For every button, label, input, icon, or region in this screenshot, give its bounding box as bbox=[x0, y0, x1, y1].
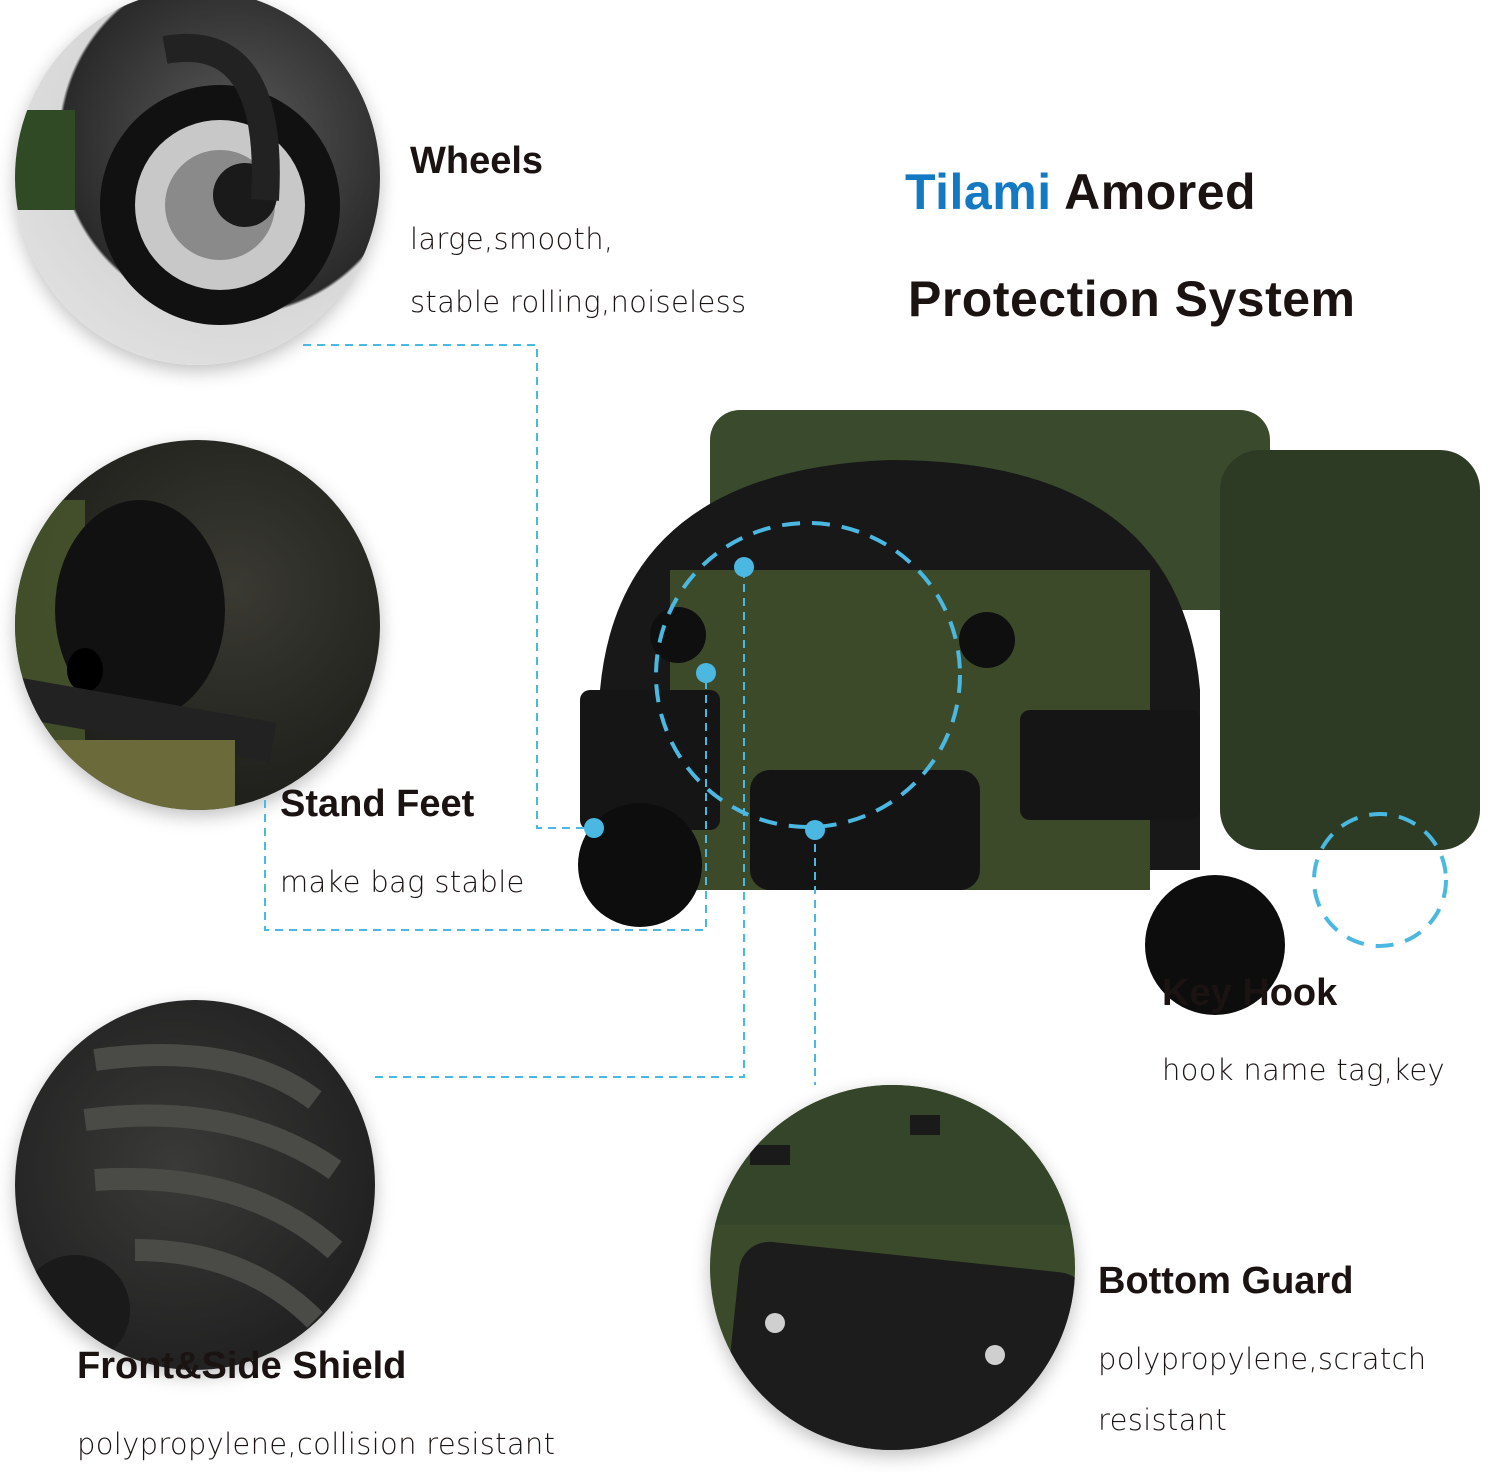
headline-line2: Protection System bbox=[908, 271, 1356, 327]
feature-desc-key-hook: hook name tag,key bbox=[1162, 1053, 1445, 1087]
feature-title-bottom-guard: Bottom Guard bbox=[1098, 1260, 1354, 1302]
feature-desc-front-side-shield: polypropylene,collision resistant bbox=[77, 1427, 556, 1461]
headline-line1: Tilami Amored bbox=[905, 163, 1256, 221]
bottom-guard-icon bbox=[710, 1085, 1075, 1450]
wheel-icon bbox=[15, 33, 340, 325]
feature-desc-bottom-guard-1: polypropylene,scratch bbox=[1098, 1342, 1427, 1376]
brand-name: Tilami bbox=[905, 164, 1052, 220]
feature-title-front-side-shield: Front&Side Shield bbox=[77, 1345, 407, 1387]
feature-desc-wheels-2: stable rolling,noiseless bbox=[410, 285, 747, 319]
feature-title-wheels: Wheels bbox=[410, 140, 544, 182]
feature-title-key-hook: Key Hook bbox=[1162, 972, 1338, 1014]
stand-foot-closeup-image bbox=[15, 440, 380, 810]
stand-foot-icon bbox=[15, 500, 277, 810]
shield-closeup-image bbox=[15, 1000, 375, 1370]
shield-icon bbox=[20, 1044, 343, 1365]
headline-line1-rest: Amored bbox=[1051, 164, 1257, 220]
wheel-closeup-image bbox=[15, 0, 380, 365]
bottom-guard-closeup-image bbox=[710, 1085, 1075, 1450]
feature-desc-stand-feet: make bag stable bbox=[280, 865, 525, 899]
feature-desc-bottom-guard-2: resistant bbox=[1098, 1403, 1227, 1437]
feature-desc-wheels-1: large,smooth, bbox=[410, 222, 614, 256]
feature-title-stand-feet: Stand Feet bbox=[280, 783, 475, 825]
